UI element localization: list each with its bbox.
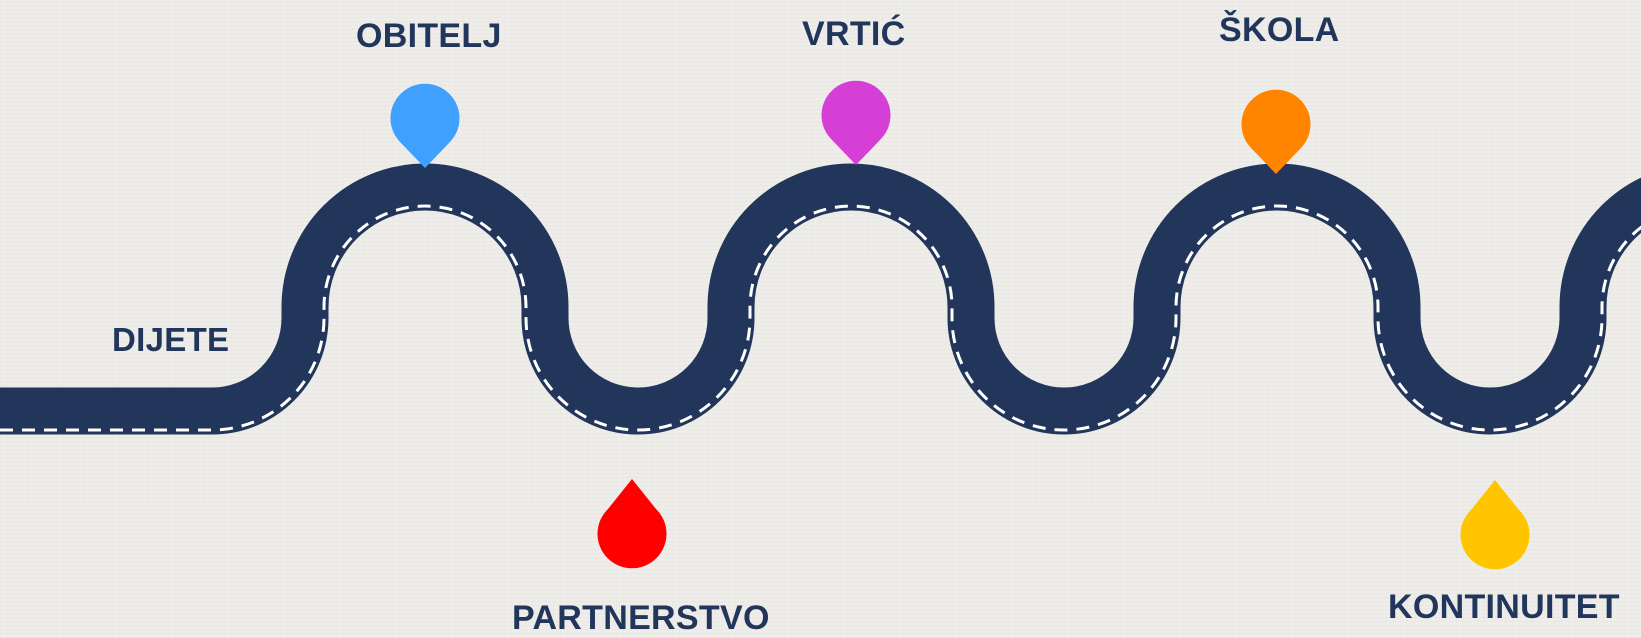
label-partnerstvo: PARTNERSTVO	[512, 599, 770, 637]
map-pin-icon	[1241, 89, 1311, 174]
map-pin-icon	[1460, 480, 1530, 570]
map-pin-icon	[821, 80, 891, 165]
map-pin-icon	[597, 479, 667, 569]
road-center-marking	[0, 204, 1641, 432]
label-dijete: DIJETE	[112, 321, 230, 358]
map-pin-icon	[390, 83, 460, 168]
label-skola: ŠKOLA	[1219, 11, 1340, 49]
road	[0, 163, 1641, 435]
label-kontinuitet: KONTINUITET	[1388, 588, 1620, 626]
label-obitelj: OBITELJ	[356, 17, 502, 55]
label-vrtic: VRTIĆ	[802, 15, 906, 53]
